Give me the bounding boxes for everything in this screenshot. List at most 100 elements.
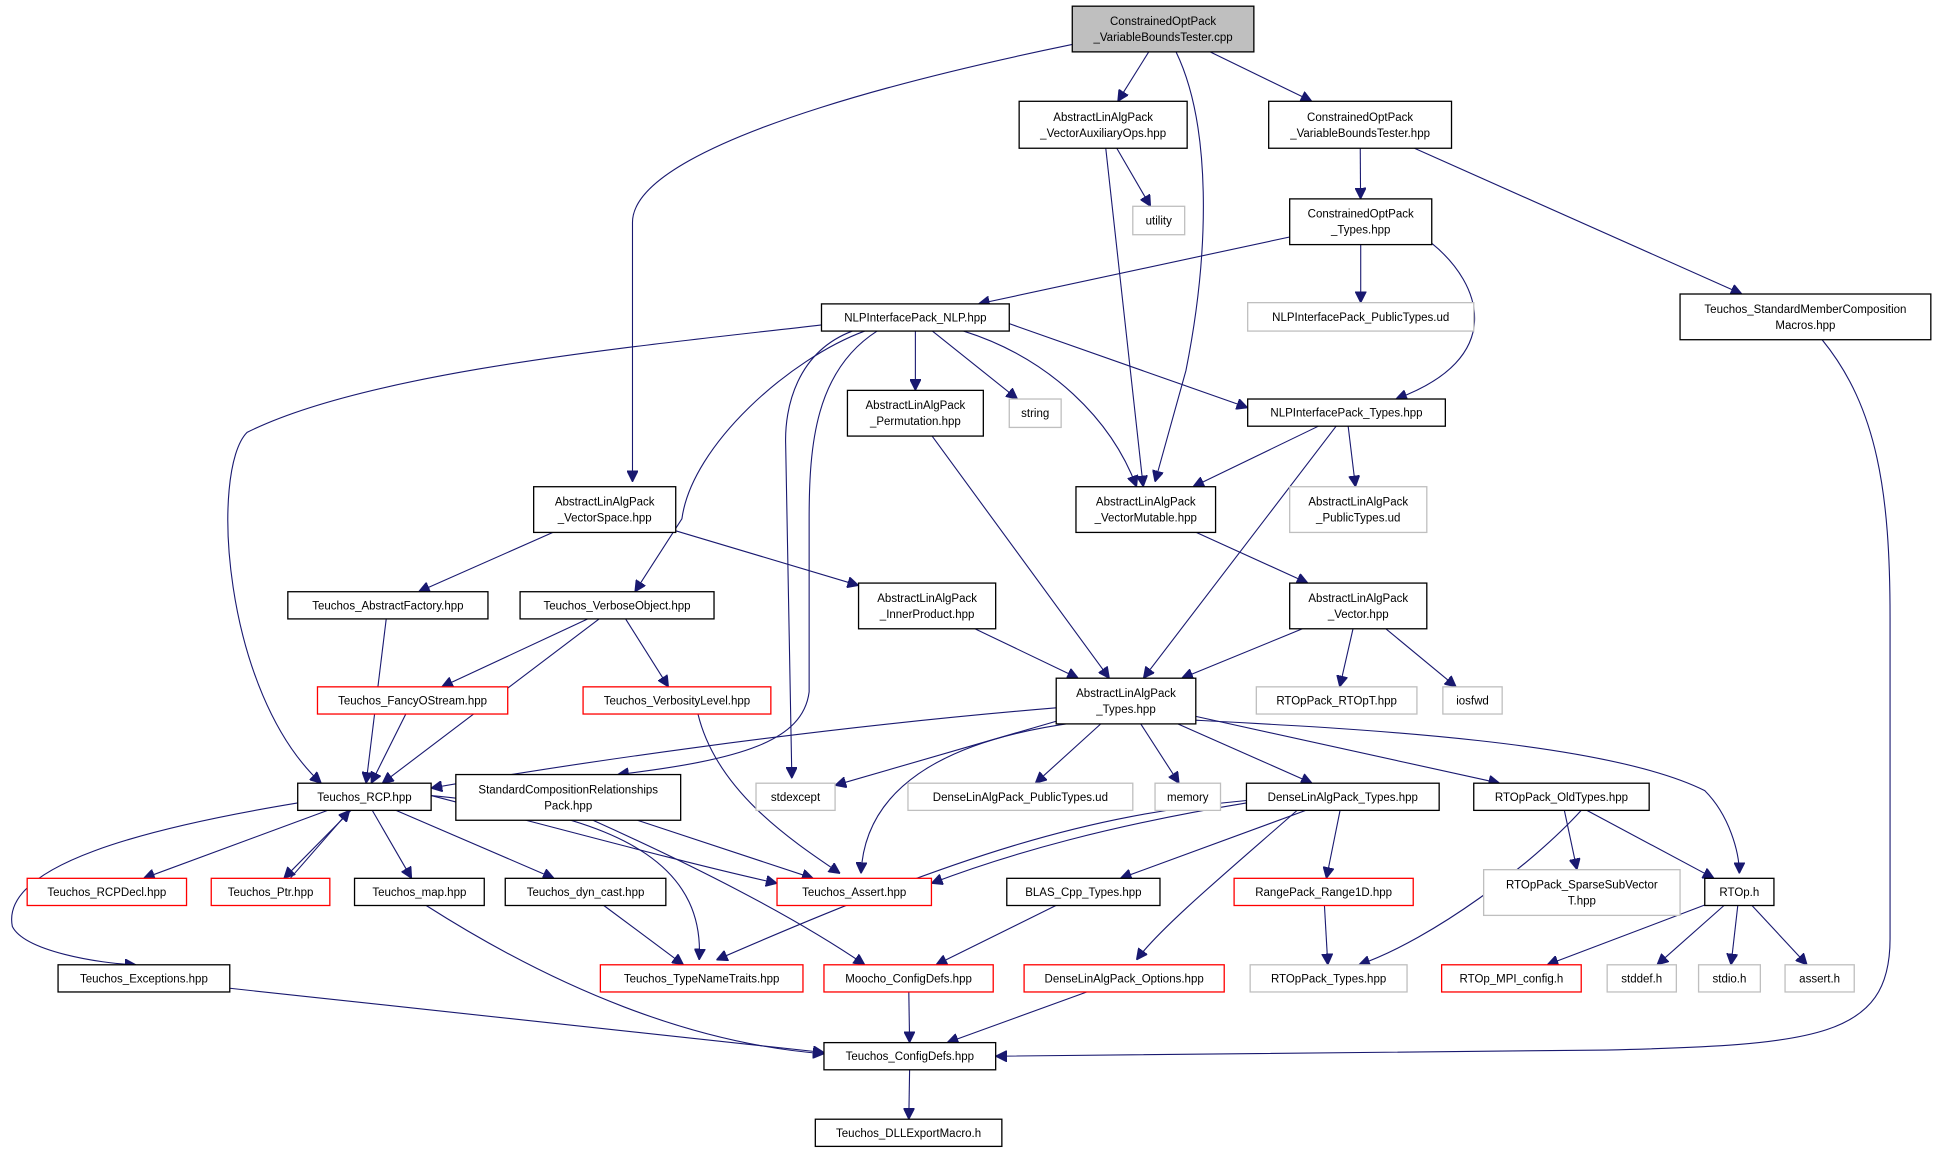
node-box: [533, 486, 677, 534]
node-ptr[interactable]: Teuchos_Ptr.hpp: [210, 877, 331, 907]
node-dlaopts[interactable]: DenseLinAlgPack_Options.hpp: [1023, 964, 1225, 993]
node-dllexport[interactable]: Teuchos_DLLExportMacro.h: [814, 1118, 1003, 1148]
node-box: [820, 303, 1010, 332]
node-label: Teuchos_RCPDecl.hpp: [47, 887, 166, 899]
node-nlp[interactable]: NLPInterfacePack_NLP.hpp: [820, 303, 1010, 332]
node-vbt[interactable]: ConstrainedOptPack_VariableBoundsTester.…: [1268, 100, 1453, 149]
node-absfac[interactable]: Teuchos_AbstractFactory.hpp: [287, 591, 489, 620]
node-tsmcm[interactable]: Teuchos_StandardMemberCompositionMacros.…: [1679, 293, 1932, 341]
edge-rcp-to-rcpdecl: [144, 810, 328, 878]
edge-dyncast-to-typename: [604, 905, 684, 964]
node-rcpdecl[interactable]: Teuchos_RCPDecl.hpp: [26, 877, 188, 907]
node-typename[interactable]: Teuchos_TypeNameTraits.hpp: [599, 964, 804, 993]
node-vaux[interactable]: AbstractLinAlgPack_VectorAuxiliaryOps.hp…: [1018, 100, 1188, 149]
node-exceptions[interactable]: Teuchos_Exceptions.hpp: [57, 964, 231, 993]
node-alatypes[interactable]: AbstractLinAlgPack_Types.hpp: [1055, 677, 1197, 725]
edge-dlatypes-to-dlaopts: [1137, 810, 1298, 959]
node-label: _VariableBoundsTester.hpp: [1289, 128, 1430, 140]
node-label: _Types.hpp: [1095, 704, 1155, 716]
node-dyncast[interactable]: Teuchos_dyn_cast.hpp: [504, 877, 667, 907]
node-box: [1440, 964, 1582, 993]
node-label: BLAS_Cpp_Types.hpp: [1025, 887, 1141, 899]
edge-blas-to-mcfg: [936, 905, 1056, 964]
edge-root-to-vmut: [1155, 52, 1203, 482]
edge-rcp-to-dyncast: [396, 810, 554, 878]
node-stdexcept: stdexcept: [755, 782, 836, 812]
node-tmap[interactable]: Teuchos_map.hpp: [353, 877, 485, 907]
edge-rcp-to-exceptions: [12, 803, 298, 965]
node-label: Teuchos_FancyOStream.hpp: [338, 695, 487, 707]
node-root: ConstrainedOptPack _VariableBoundsTester.…: [1071, 5, 1255, 53]
node-label: RTOpPack_OldTypes.hpp: [1495, 792, 1628, 804]
node-label: stdio.h: [1713, 973, 1747, 985]
edge-vector-to-rtopt: [1340, 629, 1353, 687]
node-range1d[interactable]: RangePack_Range1D.hpp: [1233, 877, 1414, 907]
node-verblevel[interactable]: Teuchos_VerbosityLevel.hpp: [582, 686, 772, 715]
edge-alatypes-to-stdexcept: [835, 721, 1056, 785]
node-label: AbstractLinAlgPack: [866, 400, 966, 412]
edge-verbobj-to-verblevel: [626, 619, 669, 687]
node-box: [455, 773, 682, 821]
edge-innerprod-to-alatypes: [975, 629, 1078, 678]
edge-perm-to-alatypes: [932, 436, 1109, 678]
node-label: Teuchos_Ptr.hpp: [228, 887, 314, 899]
node-label: Teuchos_StandardMemberComposition: [1704, 304, 1906, 316]
node-label: Teuchos_VerbosityLevel.hpp: [604, 695, 750, 707]
node-box: [823, 964, 994, 993]
edge-verbobj-to-fancy: [442, 619, 588, 687]
node-label: Teuchos_TypeNameTraits.hpp: [624, 973, 780, 985]
node-label: _Vector.hpp: [1327, 609, 1389, 621]
node-vspace[interactable]: AbstractLinAlgPack_VectorSpace.hpp: [533, 486, 677, 534]
node-label: RTOpPack_SparseSubVector: [1506, 880, 1658, 892]
node-rtoph[interactable]: RTOp.h: [1704, 877, 1775, 907]
node-verbobj[interactable]: Teuchos_VerboseObject.hpp: [519, 591, 715, 620]
node-box: [1132, 205, 1186, 236]
node-label: _Permutation.hpp: [869, 416, 961, 428]
node-label: DenseLinAlgPack_Options.hpp: [1045, 973, 1204, 985]
node-vmut[interactable]: AbstractLinAlgPack_VectorMutable.hpp: [1075, 486, 1217, 534]
edge-rtoph-to-stdio: [1731, 905, 1738, 964]
node-label: Teuchos_DLLExportMacro.h: [836, 1128, 981, 1140]
node-vector[interactable]: AbstractLinAlgPack_Vector.hpp: [1289, 582, 1428, 630]
node-rtoptypes: RTOpPack_Types.hpp: [1249, 964, 1408, 993]
node-label: RTOp_MPI_config.h: [1460, 973, 1564, 985]
node-label: _VariableBoundsTester.cpp: [1092, 32, 1232, 44]
edge-rtopold-to-sparse: [1564, 810, 1577, 869]
node-rcp[interactable]: Teuchos_RCP.hpp: [297, 782, 432, 812]
node-tcfg[interactable]: Teuchos_ConfigDefs.hpp: [823, 1041, 997, 1071]
node-label: NLPInterfacePack_Types.hpp: [1270, 408, 1422, 420]
edge-nlp-to-vmut: [964, 331, 1137, 487]
node-box: [1255, 686, 1418, 715]
node-cotypes[interactable]: ConstrainedOptPack_Types.hpp: [1289, 198, 1433, 246]
node-box: [1606, 964, 1677, 993]
node-blas[interactable]: BLAS_Cpp_Types.hpp: [1006, 877, 1161, 907]
node-assert[interactable]: Teuchos_Assert.hpp: [776, 877, 933, 907]
node-mcfg[interactable]: Moocho_ConfigDefs.hpp: [823, 964, 994, 993]
edge-nlp-to-nlptypes: [1009, 324, 1247, 408]
node-box: [1784, 964, 1855, 993]
node-box: [599, 964, 804, 993]
node-mpicfg[interactable]: RTOp_MPI_config.h: [1440, 964, 1582, 993]
node-label: Teuchos_RCP.hpp: [317, 792, 411, 804]
node-dlatypes[interactable]: DenseLinAlgPack_Types.hpp: [1245, 782, 1440, 812]
node-stdio: stdio.h: [1697, 964, 1761, 993]
node-innerprod[interactable]: AbstractLinAlgPack_InnerProduct.hpp: [857, 582, 997, 630]
node-box: [582, 686, 772, 715]
node-box: [846, 389, 984, 437]
node-box: [1023, 964, 1225, 993]
node-alaud: AbstractLinAlgPack_PublicTypes.ud: [1289, 486, 1428, 534]
node-box: [776, 877, 933, 907]
edge-fancy-to-rcp: [371, 714, 406, 783]
edge-nlptypes-to-vmut: [1193, 426, 1318, 487]
node-label: NLPInterfacePack_PublicTypes.ud: [1272, 312, 1449, 324]
node-fancy[interactable]: Teuchos_FancyOStream.hpp: [316, 686, 509, 715]
node-rtopold[interactable]: RTOpPack_OldTypes.hpp: [1473, 782, 1650, 812]
node-perm[interactable]: AbstractLinAlgPack _Permutation.hpp: [846, 389, 984, 437]
node-label: Pack.hpp: [544, 800, 592, 812]
node-box: [1008, 398, 1062, 429]
node-label: ConstrainedOptPack: [1110, 16, 1216, 28]
node-box: [814, 1118, 1003, 1148]
node-label: assert.h: [1799, 973, 1840, 985]
node-nlptypes[interactable]: NLPInterfacePack_Types.hpp: [1247, 398, 1446, 427]
